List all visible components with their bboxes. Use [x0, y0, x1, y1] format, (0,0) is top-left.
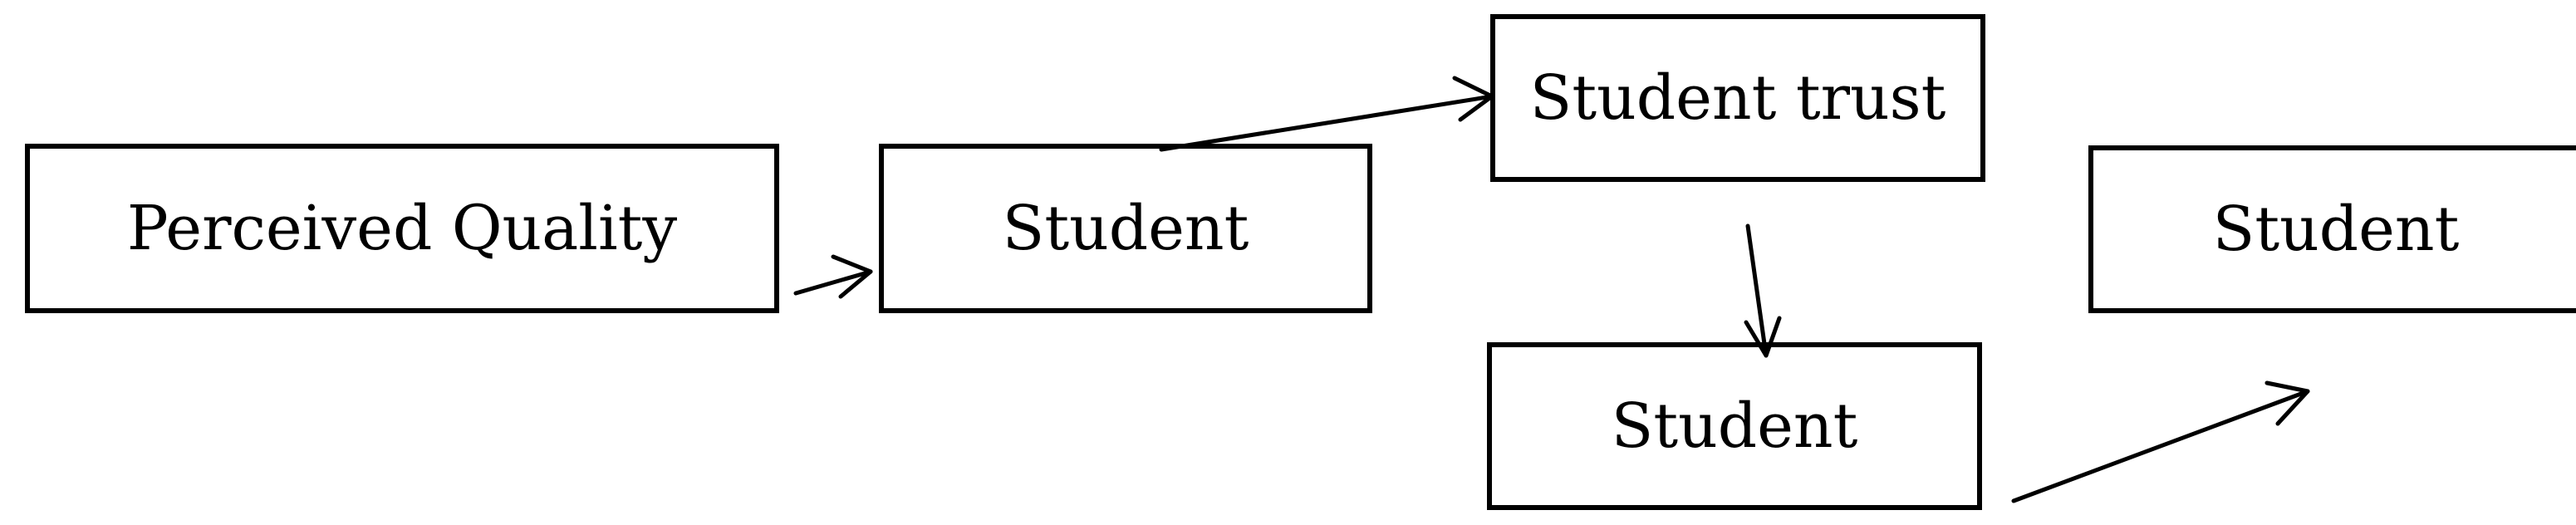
node-label: Student trust — [1529, 62, 1946, 134]
node-student-1: Student — [879, 144, 1372, 313]
node-student-trust: Student trust — [1490, 14, 1985, 182]
edge-arrow-trust-to-student — [1744, 223, 1782, 358]
edge-arrow-student-to-student — [2011, 380, 2310, 503]
node-student-3: Student — [2088, 145, 2576, 313]
node-label: Student — [1002, 193, 1249, 264]
node-label: Student — [1611, 390, 1858, 462]
edge-arrow-quality-to-student — [793, 254, 873, 299]
node-perceived-quality: Perceived Quality — [25, 144, 779, 313]
node-label: Perceived Quality — [126, 193, 678, 264]
edge-arrow-student-to-trust — [1159, 76, 1494, 152]
node-label: Student — [2212, 194, 2460, 265]
node-student-2: Student — [1487, 342, 1982, 510]
